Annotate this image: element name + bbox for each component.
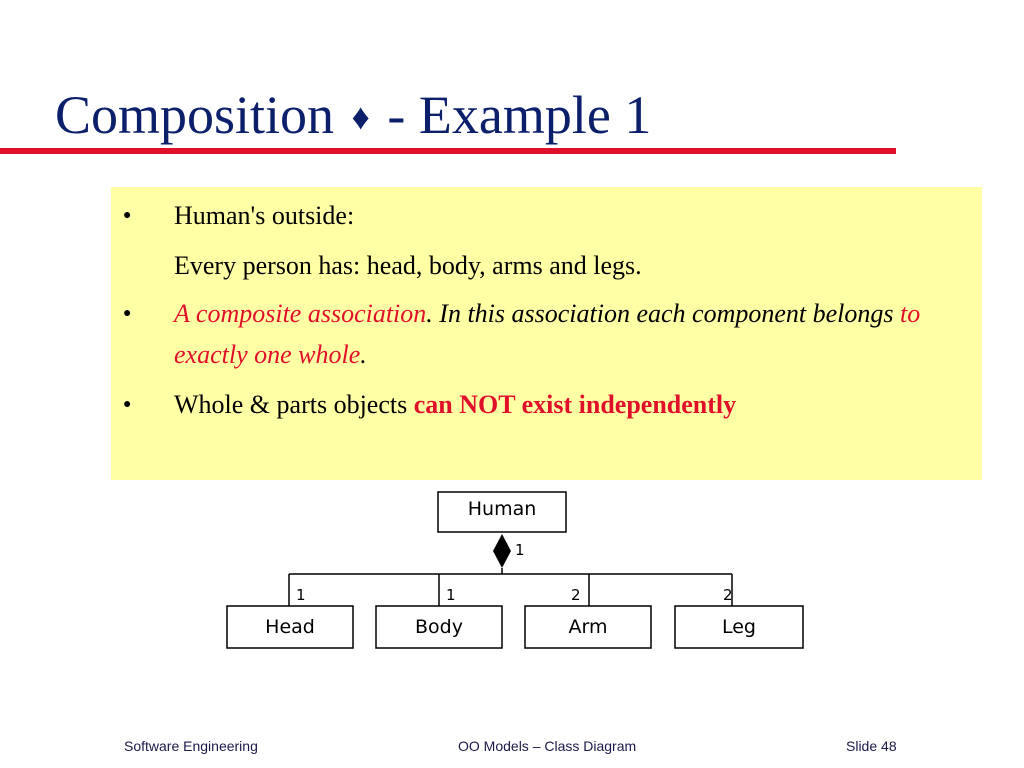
class-name-body: Body xyxy=(415,616,463,638)
footer-slide-value: 48 xyxy=(881,738,897,754)
bullet-2-red-phrase-2: to exactly one whole xyxy=(174,299,921,369)
class-name-leg: Leg xyxy=(722,616,756,638)
class-box-body xyxy=(375,605,503,649)
bullet-2-end: . xyxy=(360,340,367,369)
slide-title: Composition ♦ - Example 1 xyxy=(55,80,651,150)
bullet-icon: ● xyxy=(123,208,132,223)
multiplicity-arm: 2 xyxy=(571,586,581,604)
composition-diamond-icon xyxy=(493,534,511,568)
bullet-2-red-phrase: A composite association xyxy=(174,299,427,328)
multiplicity-body: 1 xyxy=(446,586,456,604)
bullet-icon: ● xyxy=(123,306,132,321)
footer-slide-label: Slide xyxy=(846,738,878,754)
bullet-3-text: Whole & parts objects can NOT exist inde… xyxy=(174,384,964,425)
bullet-1-text: Human's outside: xyxy=(174,201,355,230)
title-suffix: - Example 1 xyxy=(387,85,652,145)
class-box-leg xyxy=(674,605,804,649)
bullet-3-plain: Whole & parts objects xyxy=(174,390,414,419)
class-name-head: Head xyxy=(265,616,315,638)
uml-class-diagram: Human 1 1 1 2 2 Head Body Arm Leg xyxy=(226,488,806,656)
class-box-head xyxy=(226,605,354,649)
footer-course: Software Engineering xyxy=(124,738,258,754)
footer-slide-number: Slide 48 xyxy=(846,738,897,754)
class-box-human xyxy=(437,491,567,533)
class-name-arm: Arm xyxy=(569,616,608,638)
content-box: ● Human's outside: Every person has: hea… xyxy=(111,187,982,480)
bullet-2-middle: . In this association each component bel… xyxy=(426,299,900,328)
multiplicity-human: 1 xyxy=(515,541,525,559)
bullet-2-text: A composite association. In this associa… xyxy=(174,293,964,375)
bullet-1-subtext: Every person has: head, body, arms and l… xyxy=(174,251,642,280)
class-name-human: Human xyxy=(468,498,537,520)
bullet-3-bold-phrase: can NOT exist independently xyxy=(413,390,737,419)
title-prefix: Composition xyxy=(55,85,335,145)
diamond-icon: ♦ xyxy=(351,97,370,137)
bullet-icon: ● xyxy=(123,397,132,412)
multiplicity-leg: 2 xyxy=(723,586,733,604)
uml-diagram-svg: Human 1 1 1 2 2 Head Body Arm Leg xyxy=(226,491,804,649)
multiplicity-head: 1 xyxy=(296,586,306,604)
title-underline xyxy=(0,148,896,154)
class-box-arm xyxy=(524,605,652,649)
footer-topic: OO Models – Class Diagram xyxy=(458,738,637,754)
